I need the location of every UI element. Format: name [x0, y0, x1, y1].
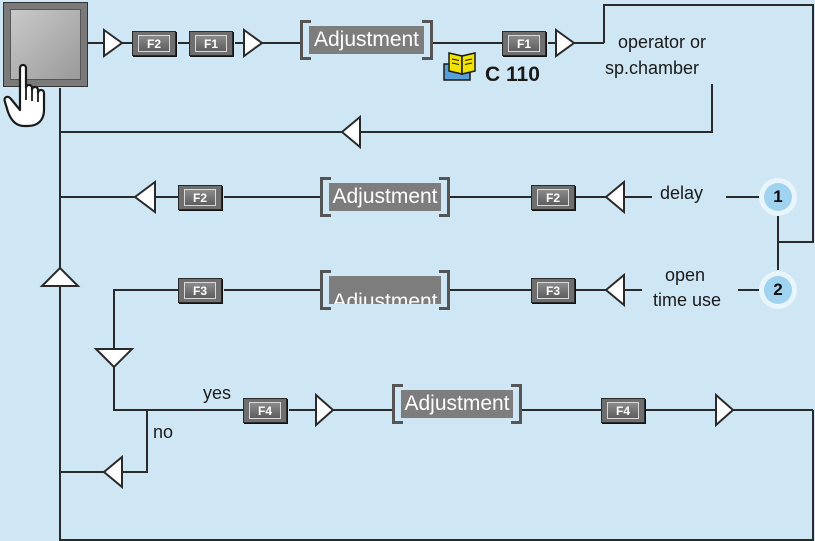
hand-pointer-icon	[3, 63, 46, 128]
f3-key-label: F3	[537, 282, 569, 299]
arrow-left-open	[604, 272, 625, 308]
sp-chamber-label: sp.chamber	[605, 58, 700, 78]
reference-label: C 110	[485, 63, 540, 86]
adjustment-label: Adjustment	[329, 276, 441, 304]
arrow-down-open	[93, 348, 135, 369]
f2-key-label: F2	[138, 35, 170, 52]
step-1-marker: 1	[759, 178, 797, 216]
arrow-right-decision-1	[315, 392, 335, 428]
adjustment-label: Adjustment	[401, 390, 513, 418]
no-label: no	[153, 422, 174, 442]
adjustment-label: Adjustment	[309, 26, 424, 54]
arrow-left-return	[340, 114, 361, 150]
arrow-right-1	[103, 28, 124, 58]
arrow-left-delay-2	[604, 179, 625, 215]
step-2-number: 2	[764, 276, 792, 304]
step-2-marker: 2	[759, 271, 797, 309]
f3-key-open-left[interactable]: F3	[178, 278, 222, 303]
operator-or-label: operator or	[618, 32, 707, 52]
f4-key-label: F4	[249, 402, 281, 419]
f1-key-top-1[interactable]: F1	[189, 31, 233, 56]
f1-key-top-2[interactable]: F1	[502, 31, 546, 56]
arrow-right-3	[555, 28, 576, 58]
arrow-up-main	[39, 266, 81, 287]
book-icon	[443, 52, 476, 81]
adjustment-display-top: Adjustment	[300, 20, 433, 60]
delay-label: delay	[660, 183, 704, 203]
f4-key-decision-right[interactable]: F4	[601, 398, 645, 423]
f2-key-label: F2	[537, 189, 569, 206]
arrow-left-delay-1	[133, 180, 156, 214]
open-label: open	[665, 265, 706, 285]
arrow-right-decision-2	[715, 392, 735, 428]
f3-key-label: F3	[184, 282, 216, 299]
adjustment-label: Adjustment	[329, 183, 441, 211]
adjustment-display-delay: Adjustment	[320, 177, 450, 217]
adjustment-display-decision: Adjustment	[392, 384, 522, 424]
f2-key-delay-right[interactable]: F2	[531, 185, 575, 210]
arrow-left-no	[102, 454, 123, 490]
f2-key-delay-left[interactable]: F2	[178, 185, 222, 210]
f4-key-decision-left[interactable]: F4	[243, 398, 287, 423]
step-1-number: 1	[764, 183, 792, 211]
f2-key-label: F2	[184, 189, 216, 206]
arrow-right-2	[243, 28, 264, 58]
f1-key-label: F1	[508, 35, 540, 52]
f4-key-label: F4	[607, 402, 639, 419]
f3-key-open-right[interactable]: F3	[531, 278, 575, 303]
yes-label: yes	[203, 383, 232, 403]
f1-key-label: F1	[195, 35, 227, 52]
time-use-label: time use	[653, 290, 722, 310]
adjustment-display-open: Adjustment	[320, 270, 450, 310]
f2-key-top[interactable]: F2	[132, 31, 176, 56]
